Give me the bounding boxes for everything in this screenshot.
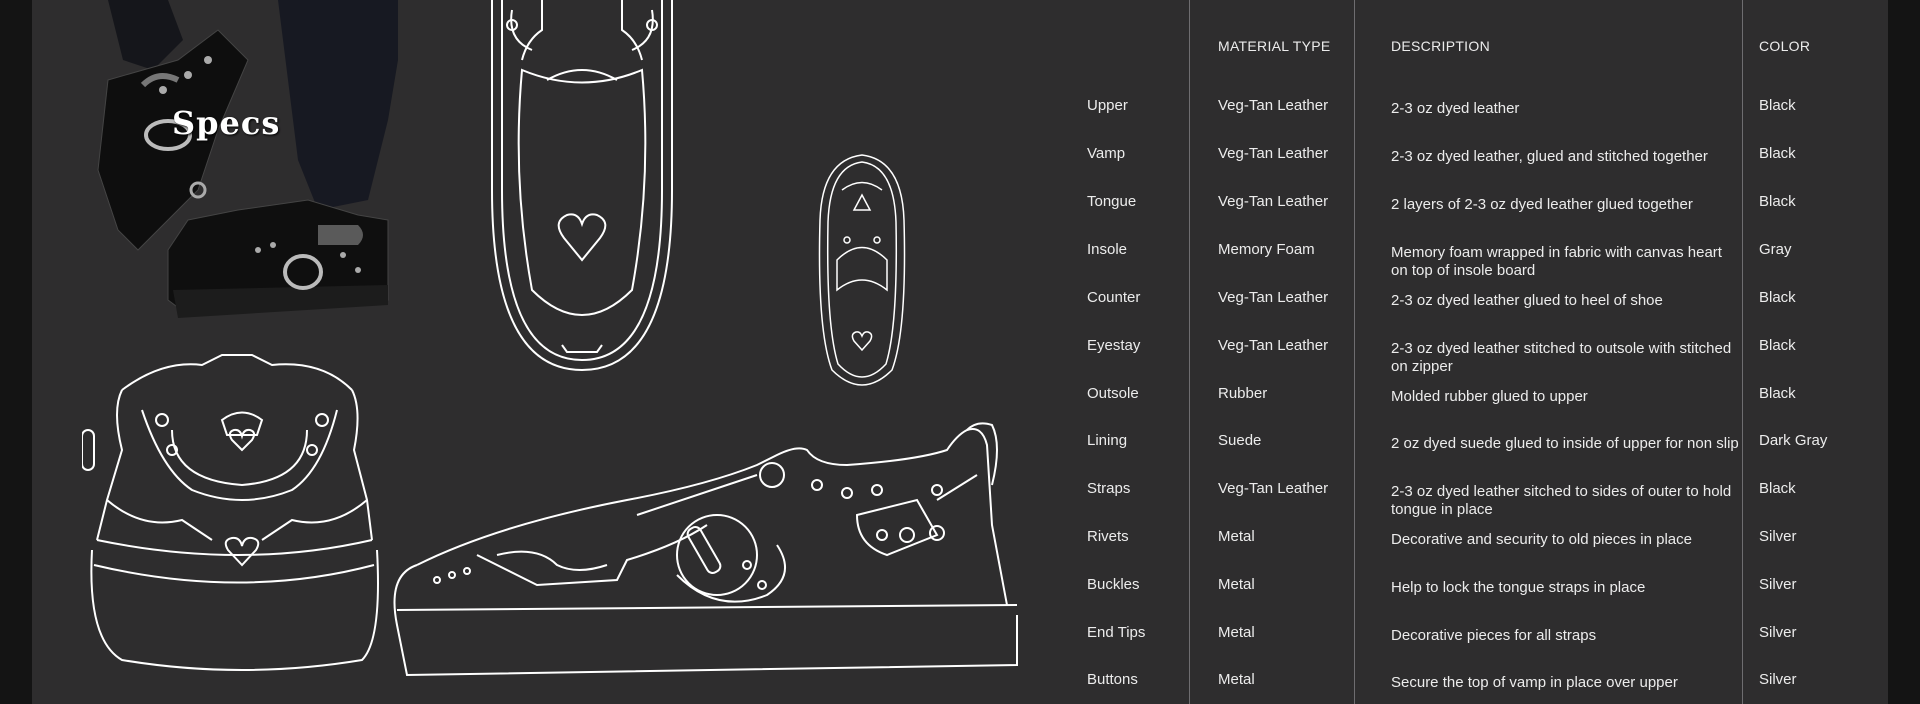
color-cell: Silver bbox=[1759, 576, 1797, 593]
insole-sketch bbox=[818, 154, 906, 386]
header-color: COLOR bbox=[1759, 38, 1811, 54]
color-cell: Black bbox=[1759, 480, 1796, 497]
component-cell: End Tips bbox=[1087, 624, 1146, 641]
material-cell: Veg-Tan Leather bbox=[1218, 337, 1329, 354]
component-cell: Straps bbox=[1087, 480, 1131, 497]
table-row: Rivets Metal Decorative and security to … bbox=[32, 528, 1888, 568]
table-row: Eyestay Veg-Tan Leather 2-3 oz dyed leat… bbox=[32, 337, 1888, 377]
component-cell: Eyestay bbox=[1087, 337, 1141, 354]
description-cell: Secure the top of vamp in place over upp… bbox=[1391, 674, 1678, 691]
description-cell: 2-3 oz dyed leather bbox=[1391, 100, 1520, 117]
component-cell: Insole bbox=[1087, 241, 1128, 258]
material-cell: Veg-Tan Leather bbox=[1218, 289, 1329, 306]
spec-sheet-panel: Specs bbox=[32, 0, 1888, 704]
color-cell: Black bbox=[1759, 145, 1796, 162]
material-cell: Metal bbox=[1218, 624, 1255, 641]
table-row: Buttons Metal Secure the top of vamp in … bbox=[32, 671, 1888, 704]
table-row: Straps Veg-Tan Leather 2-3 oz dyed leath… bbox=[32, 480, 1888, 520]
color-cell: Dark Gray bbox=[1759, 432, 1828, 449]
material-cell: Metal bbox=[1218, 576, 1255, 593]
color-cell: Black bbox=[1759, 385, 1796, 402]
material-cell: Suede bbox=[1218, 432, 1262, 449]
component-cell: Buckles bbox=[1087, 576, 1140, 593]
material-cell: Veg-Tan Leather bbox=[1218, 480, 1329, 497]
color-cell: Silver bbox=[1759, 528, 1797, 545]
table-row: Lining Suede 2 oz dyed suede glued to in… bbox=[32, 432, 1888, 472]
color-cell: Silver bbox=[1759, 671, 1797, 688]
description-cell: Memory foam wrapped in fabric with canva… bbox=[1391, 244, 1722, 279]
table-row: Outsole Rubber Molded rubber glued to up… bbox=[32, 385, 1888, 425]
column-divider bbox=[1354, 0, 1355, 704]
material-cell: Memory Foam bbox=[1218, 241, 1315, 258]
description-cell: Decorative pieces for all straps bbox=[1391, 627, 1597, 644]
component-cell: Outsole bbox=[1087, 385, 1139, 402]
component-cell: Vamp bbox=[1087, 145, 1126, 162]
color-cell: Black bbox=[1759, 289, 1796, 306]
color-cell: Black bbox=[1759, 337, 1796, 354]
table-row: Tongue Veg-Tan Leather 2 layers of 2-3 o… bbox=[32, 193, 1888, 233]
header-material-type: MATERIAL TYPE bbox=[1218, 38, 1331, 54]
sole-top-view-sketch bbox=[491, 0, 673, 372]
material-cell: Metal bbox=[1218, 528, 1255, 545]
column-divider bbox=[1742, 0, 1743, 704]
description-cell: 2-3 oz dyed leather sitched to sides of … bbox=[1391, 483, 1732, 518]
description-cell: 2 layers of 2-3 oz dyed leather glued to… bbox=[1391, 196, 1693, 213]
header-description: DESCRIPTION bbox=[1391, 38, 1490, 54]
table-row: Buckles Metal Help to lock the tongue st… bbox=[32, 576, 1888, 616]
description-cell: Help to lock the tongue straps in place bbox=[1391, 579, 1646, 596]
material-cell: Rubber bbox=[1218, 385, 1268, 402]
component-cell: Counter bbox=[1087, 289, 1141, 306]
description-cell: Decorative and security to old pieces in… bbox=[1391, 531, 1692, 548]
material-cell: Veg-Tan Leather bbox=[1218, 97, 1329, 114]
material-cell: Veg-Tan Leather bbox=[1218, 193, 1329, 210]
component-cell: Lining bbox=[1087, 432, 1128, 449]
shoe-side-view-sketch bbox=[393, 422, 1018, 677]
color-cell: Black bbox=[1759, 193, 1796, 210]
description-cell: 2-3 oz dyed leather glued to heel of sho… bbox=[1391, 292, 1663, 309]
description-cell: 2 oz dyed suede glued to inside of upper… bbox=[1391, 435, 1739, 452]
shoe-front-view-sketch bbox=[82, 354, 379, 671]
shoe-photo bbox=[97, 0, 398, 318]
component-cell: Tongue bbox=[1087, 193, 1137, 210]
component-cell: Upper bbox=[1087, 97, 1128, 114]
component-cell: Buttons bbox=[1087, 671, 1138, 688]
description-cell: Molded rubber glued to upper bbox=[1391, 388, 1588, 405]
color-cell: Gray bbox=[1759, 241, 1792, 258]
material-cell: Metal bbox=[1218, 671, 1255, 688]
description-cell: 2-3 oz dyed leather stitched to outsole … bbox=[1391, 340, 1732, 375]
column-divider bbox=[1189, 0, 1190, 704]
table-row: Vamp Veg-Tan Leather 2-3 oz dyed leather… bbox=[32, 145, 1888, 185]
description-cell: 2-3 oz dyed leather, glued and stitched … bbox=[1391, 148, 1708, 165]
material-cell: Veg-Tan Leather bbox=[1218, 145, 1329, 162]
table-row: End Tips Metal Decorative pieces for all… bbox=[32, 624, 1888, 664]
color-cell: Silver bbox=[1759, 624, 1797, 641]
table-row: Insole Memory Foam Memory foam wrapped i… bbox=[32, 241, 1888, 281]
component-cell: Rivets bbox=[1087, 528, 1129, 545]
table-row: Counter Veg-Tan Leather 2-3 oz dyed leat… bbox=[32, 289, 1888, 329]
table-row: Upper Veg-Tan Leather 2-3 oz dyed leathe… bbox=[32, 97, 1888, 137]
color-cell: Black bbox=[1759, 97, 1796, 114]
page-title: Specs bbox=[172, 104, 281, 142]
